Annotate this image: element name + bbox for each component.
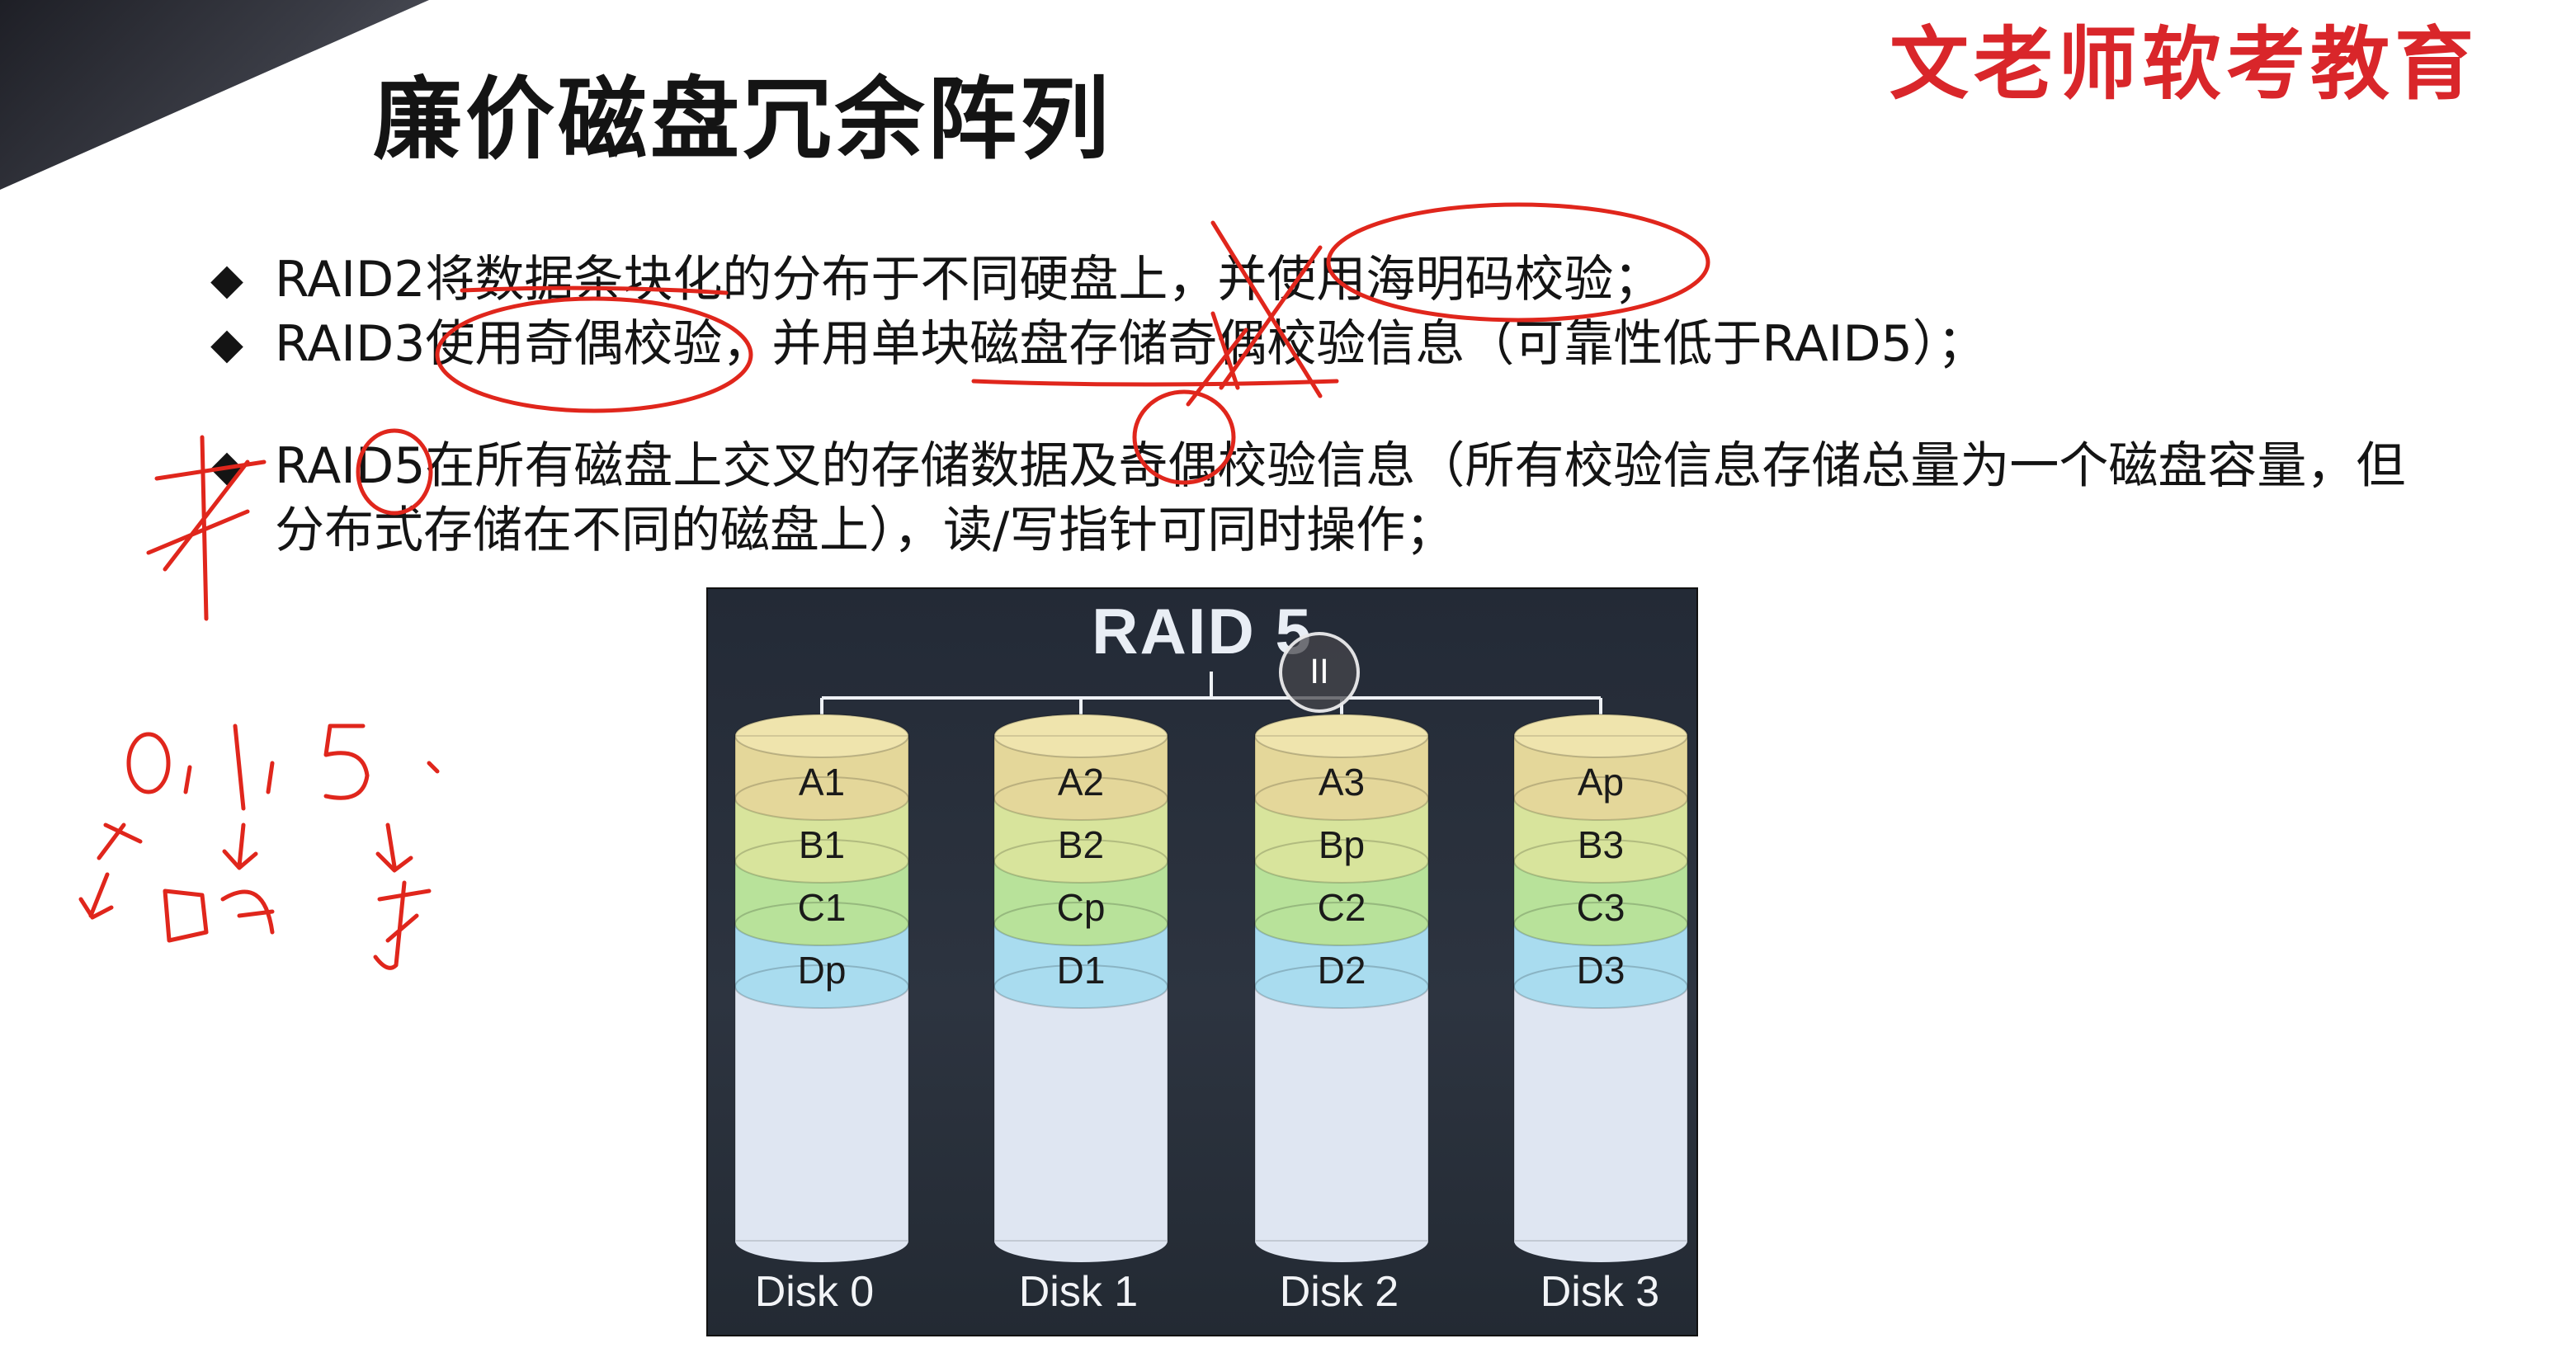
block-label: D1 (1057, 949, 1106, 992)
block-label: B3 (1578, 823, 1624, 866)
block-label: B2 (1058, 823, 1104, 866)
block-label: Ap (1578, 761, 1624, 804)
block-label: B1 (799, 823, 845, 866)
brand-logo-text: 文老师软考教育 (1890, 18, 2479, 111)
ink-dot (427, 761, 440, 774)
ink-digit-one (233, 723, 246, 811)
bullet-list: ◆ RAID2将数据条块化的分布于不同硬盘上，并使用海明码校验； ◆ RAID3… (210, 247, 2438, 563)
disk-cylinder (1254, 714, 1429, 1262)
ink-scribble (373, 880, 432, 970)
ink-digit-five (323, 723, 370, 800)
block-label: C3 (1577, 886, 1625, 929)
disk-cylinder (734, 714, 909, 1262)
bullet-diamond-icon: ◆ (210, 441, 243, 491)
disk-label: Disk 1 (1018, 1268, 1139, 1316)
block-label: Bp (1319, 823, 1365, 866)
disk-cylinder (1513, 714, 1688, 1262)
bullet-diamond-icon: ◆ (210, 319, 243, 369)
bullet-text: RAID2将数据条块化的分布于不同硬盘上，并使用海明码校验； (275, 251, 1663, 309)
block-label: A2 (1058, 761, 1104, 804)
connector-lines (820, 672, 1602, 736)
disk-cylinder (993, 714, 1168, 1262)
ink-arrow (375, 822, 413, 873)
ink-x-mark (97, 822, 143, 860)
bullet-raid2: ◆ RAID2将数据条块化的分布于不同硬盘上，并使用海明码校验； (210, 247, 2438, 312)
block-label: C1 (798, 886, 847, 929)
corner-decoration (0, 0, 429, 190)
bullet-raid5: ◆ RAID5在所有磁盘上交叉的存储数据及奇偶校验信息（所有校验信息存储总量为一… (210, 434, 2438, 563)
block-label: D2 (1318, 949, 1366, 992)
bullet-text: RAID3使用奇偶校验，并用单块磁盘存储奇偶校验信息（可靠性低于RAID5）； (275, 315, 1987, 373)
block-label: Dp (798, 949, 847, 992)
ink-arrow (222, 822, 258, 870)
bullet-diamond-icon: ◆ (210, 255, 243, 304)
block-label: C2 (1318, 886, 1366, 929)
diagram-title: RAID 5 (1092, 595, 1313, 667)
ink-arrow (78, 872, 114, 920)
ink-comma (266, 761, 275, 794)
block-label: A3 (1319, 761, 1365, 804)
block-label: D3 (1577, 949, 1625, 992)
slide-title: 廉价磁盘冗余阵列 (373, 68, 1113, 172)
disk-label: Disk 2 (1279, 1268, 1399, 1316)
disk-label: Disk 0 (754, 1268, 875, 1316)
ink-comma (183, 765, 192, 794)
ink-scribble (163, 888, 275, 943)
pause-button[interactable]: II (1279, 632, 1360, 713)
block-label: A1 (799, 761, 845, 804)
bullet-raid3: ◆ RAID3使用奇偶校验，并用单块磁盘存储奇偶校验信息（可靠性低于RAID5）… (210, 312, 2438, 376)
ink-digit-zero (126, 732, 171, 794)
block-label: Cp (1057, 886, 1106, 929)
disk-label: Disk 3 (1540, 1268, 1660, 1316)
bullet-text: RAID5在所有磁盘上交叉的存储数据及奇偶校验信息（所有校验信息存储总量为一个磁… (275, 437, 2406, 559)
